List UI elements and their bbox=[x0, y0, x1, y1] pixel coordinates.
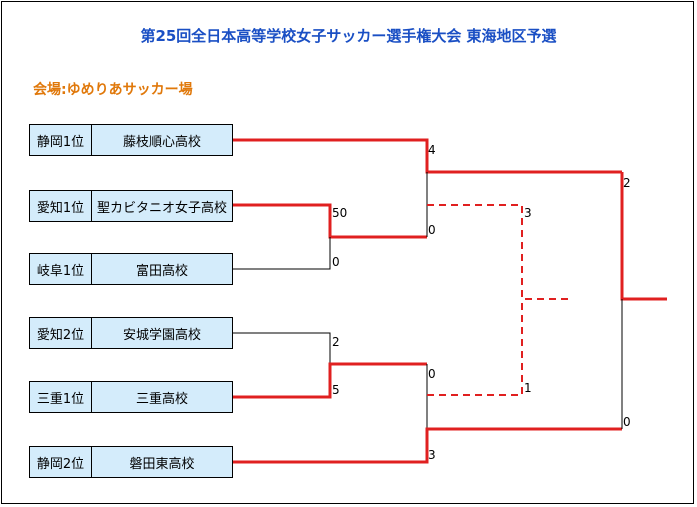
bracket-line-win bbox=[233, 427, 622, 464]
team-seed: 愛知2位 bbox=[30, 318, 92, 348]
team-box-4: 愛知2位 安城学園高校 bbox=[29, 317, 233, 349]
team-name: 聖カビタニオ女子高校 bbox=[96, 200, 227, 216]
score-label: 4 bbox=[428, 143, 436, 157]
team-seed: 三重1位 bbox=[30, 382, 92, 412]
team-box-5: 三重1位 三重高校 bbox=[29, 381, 233, 413]
team-name: 富田高校 bbox=[135, 263, 188, 279]
team-name: 磐田東高校 bbox=[129, 456, 195, 472]
team-box-6: 静岡2位 磐田東高校 bbox=[29, 446, 233, 478]
score-label: 2 bbox=[623, 176, 631, 190]
score-label: 3 bbox=[428, 448, 436, 462]
bracket-line-win bbox=[233, 362, 427, 399]
team-name: 安城学園高校 bbox=[122, 327, 201, 343]
bracket-line-win bbox=[620, 172, 667, 301]
bracket-line-third bbox=[427, 299, 523, 396]
score-label: 0 bbox=[428, 223, 436, 237]
score-label: 0 bbox=[428, 367, 436, 381]
bracket-line-third-win bbox=[427, 204, 570, 300]
team-name: 三重高校 bbox=[135, 391, 188, 407]
bracket-line bbox=[233, 332, 331, 364]
bracket-line-win bbox=[233, 138, 622, 174]
team-seed: 岐阜1位 bbox=[30, 254, 92, 284]
score-label: 5 bbox=[332, 383, 340, 397]
team-box-1: 静岡1位 藤枝順心高校 bbox=[29, 124, 233, 156]
team-box-3: 岐阜1位 富田高校 bbox=[29, 253, 233, 285]
team-seed: 静岡1位 bbox=[30, 125, 92, 155]
score-label: 0 bbox=[332, 255, 340, 269]
team-name: 藤枝順心高校 bbox=[122, 134, 201, 150]
team-seed: 愛知1位 bbox=[30, 191, 92, 221]
team-seed: 静岡2位 bbox=[30, 447, 92, 477]
venue-label: 会場:ゆめりあサッカー場 bbox=[33, 82, 193, 98]
score-label: 3 bbox=[524, 206, 532, 220]
page-title: 第25回全日本高等学校女子サッカー選手権大会 東海地区予選 bbox=[140, 27, 557, 45]
score-label: 0 bbox=[623, 415, 631, 429]
bracket-line bbox=[233, 237, 331, 270]
score-label: 1 bbox=[524, 381, 532, 395]
team-box-2: 愛知1位 聖カビタニオ女子高校 bbox=[29, 190, 233, 222]
score-label: 50 bbox=[332, 206, 347, 220]
bracket-line-win bbox=[233, 203, 427, 239]
score-label: 2 bbox=[332, 335, 340, 349]
